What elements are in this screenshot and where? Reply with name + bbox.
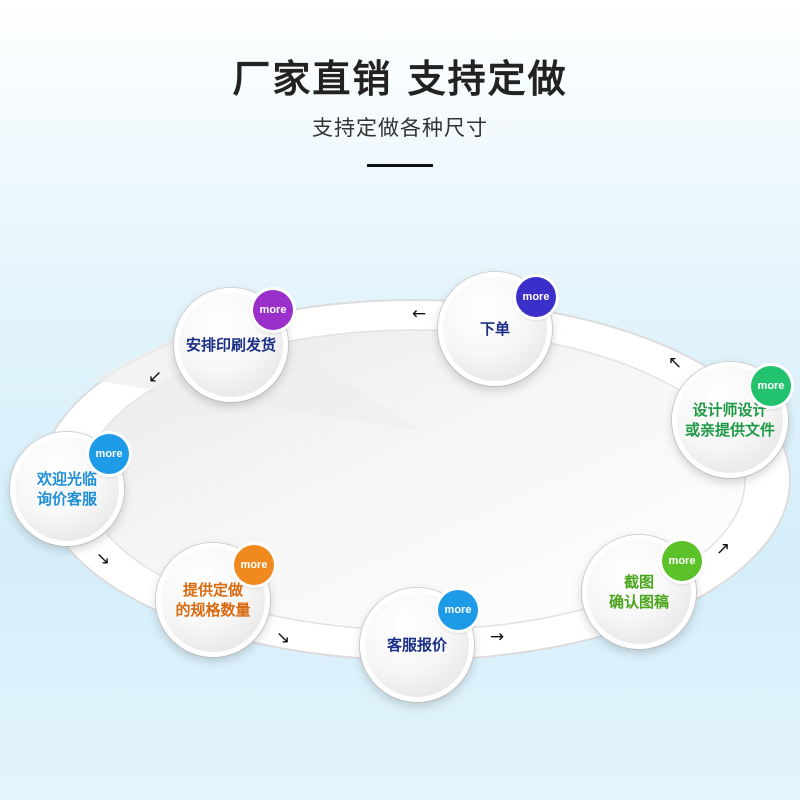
- arrow-icon: ←: [411, 304, 427, 324]
- more-badge-specs[interactable]: more: [234, 545, 274, 585]
- step-label: 提供定做 的规格数量: [175, 581, 251, 619]
- step-label: 客服报价: [386, 636, 447, 654]
- step-label: 设计师设计 或亲提供文件: [684, 401, 775, 439]
- arrow-icon: ↖: [667, 353, 683, 373]
- arrow-icon: ↗: [715, 539, 731, 559]
- more-badge-print-ship[interactable]: more: [253, 290, 293, 330]
- more-badge-confirm[interactable]: more: [662, 541, 702, 581]
- step-label: 欢迎光临 询价客服: [36, 470, 97, 508]
- page-subtitle: 支持定做各种尺寸: [312, 116, 488, 140]
- step-node-design[interactable]: 设计师设计 或亲提供文件: [672, 362, 788, 478]
- step-label: 截图 确认图稿: [608, 573, 669, 611]
- title-divider: [367, 164, 433, 167]
- step-label: 安排印刷发货: [185, 336, 276, 354]
- step-label: 下单: [479, 320, 510, 338]
- more-badge-design[interactable]: more: [751, 366, 791, 406]
- arrow-icon: ↘: [95, 549, 111, 569]
- more-badge-welcome[interactable]: more: [89, 434, 129, 474]
- page-title: 厂家直销 支持定做: [232, 57, 568, 101]
- arrow-icon: ↙: [147, 367, 163, 387]
- more-badge-quote[interactable]: more: [438, 590, 478, 630]
- arrow-icon: ↘: [275, 628, 291, 648]
- more-badge-order[interactable]: more: [516, 277, 556, 317]
- arrow-icon: →: [489, 627, 505, 647]
